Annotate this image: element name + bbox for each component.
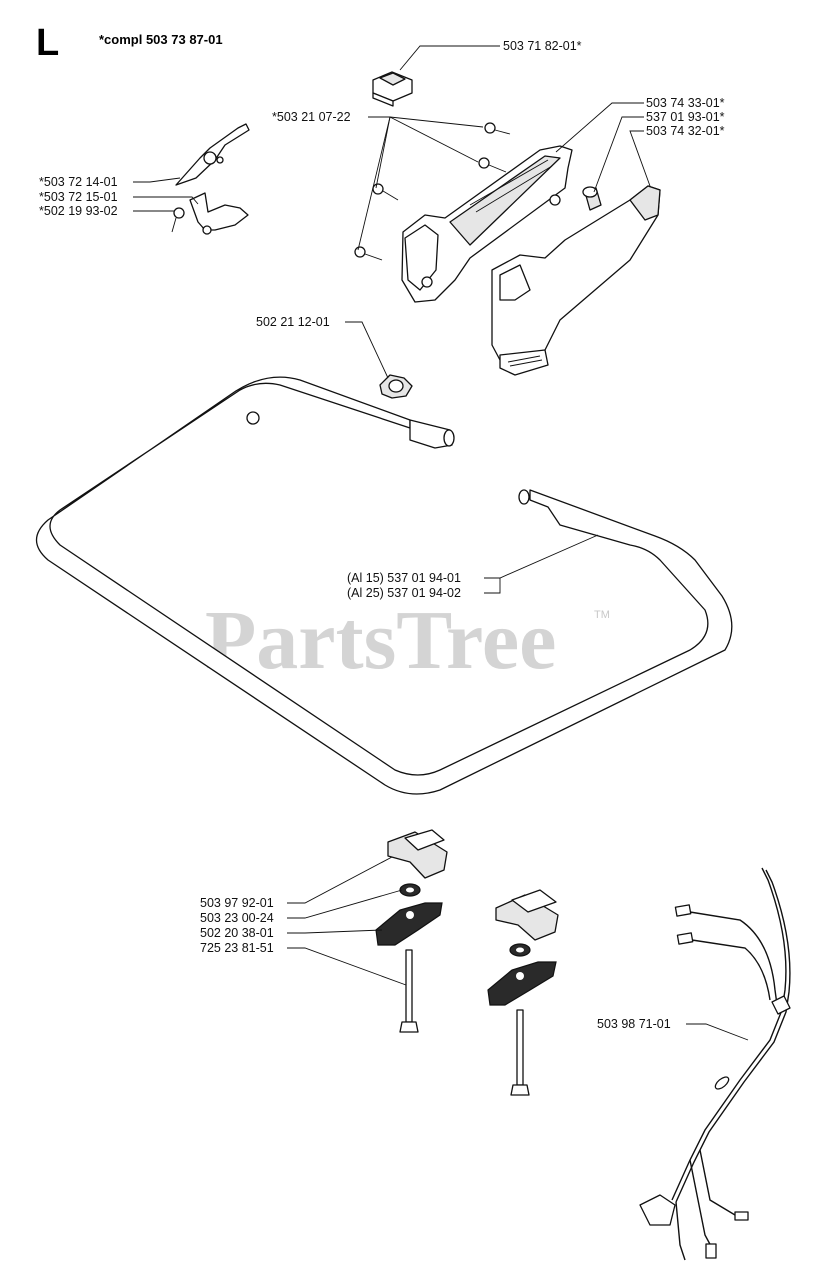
- label-clip: 502 21 12-01: [256, 315, 330, 329]
- label-frame-al15: (Al 15) 537 01 94-01: [347, 571, 461, 585]
- spring-part: [171, 207, 185, 233]
- label-switch: 503 71 82-01*: [503, 39, 582, 53]
- handle-half-part: [491, 185, 661, 376]
- complete-assembly-number: *compl 503 73 87-01: [99, 32, 223, 47]
- label-throttle-lock: *503 72 15-01: [39, 190, 118, 204]
- label-bolt: 725 23 81-51: [200, 941, 274, 955]
- label-clamp: 503 97 92-01: [200, 896, 274, 910]
- clamp-part-left: [387, 829, 448, 879]
- watermark-trademark: TM: [594, 609, 610, 621]
- sleeve-part: [582, 186, 602, 211]
- washer-part-left: [399, 883, 421, 897]
- knob-part-left: [375, 902, 443, 946]
- knob-part-right: [487, 961, 557, 1006]
- bolt-part-right: [510, 1009, 530, 1096]
- label-sleeve: 537 01 93-01*: [646, 110, 725, 124]
- label-spring: *502 19 93-02: [39, 204, 118, 218]
- frame-part: [35, 376, 733, 795]
- label-frame-al25: (Al 25) 537 01 94-02: [347, 586, 461, 600]
- bolt-part-left: [399, 949, 419, 1033]
- label-throttle-trigger: *503 72 14-01: [39, 175, 118, 189]
- label-screws: *503 21 07-22: [272, 110, 351, 124]
- section-letter: L: [36, 22, 59, 64]
- watermark-text: PartsTree: [205, 594, 556, 687]
- handle-cover-part: [401, 145, 573, 303]
- label-knob: 502 20 38-01: [200, 926, 274, 940]
- label-wire-harness: 503 98 71-01: [597, 1017, 671, 1031]
- label-handle-cover: 503 74 33-01*: [646, 96, 725, 110]
- clamp-part-right: [495, 889, 559, 941]
- switch-part: [372, 71, 413, 107]
- label-washer: 503 23 00-24: [200, 911, 274, 925]
- leader-lines: [133, 45, 749, 1041]
- washer-part-right: [509, 943, 531, 957]
- wire-harness-part: [639, 867, 791, 1261]
- label-handle-half: 503 74 32-01*: [646, 124, 725, 138]
- throttle-trigger-part: [175, 123, 250, 186]
- throttle-lock-part: [189, 192, 249, 235]
- clip-part: [379, 374, 413, 399]
